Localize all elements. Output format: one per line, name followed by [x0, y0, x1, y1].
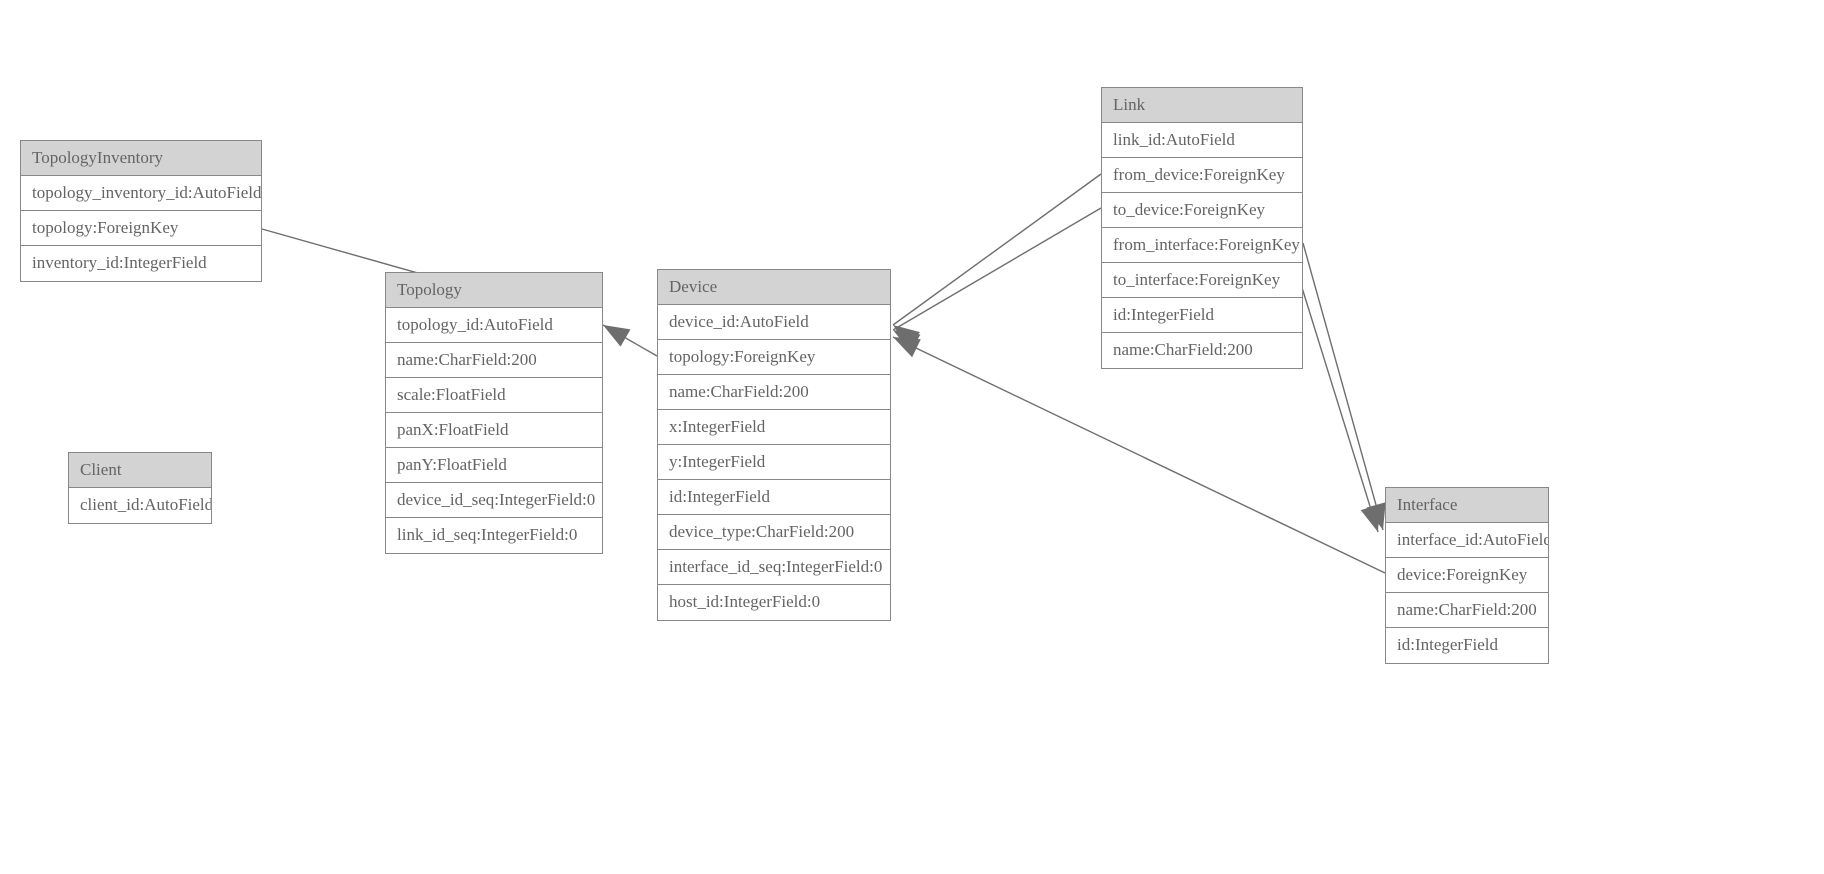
- entity-field: scale:FloatField: [386, 378, 602, 413]
- entity-field: id:IntegerField: [1386, 628, 1548, 663]
- entity-field: topology:ForeignKey: [21, 211, 261, 246]
- entity-field: link_id:AutoField: [1102, 123, 1302, 158]
- entity-field: device_id:AutoField: [658, 305, 890, 340]
- entity-field: id:IntegerField: [658, 480, 890, 515]
- entity-title: Link: [1102, 88, 1302, 123]
- entity-field: interface_id:AutoField: [1386, 523, 1548, 558]
- relationship-arrowhead: [893, 330, 921, 352]
- entity-field: inventory_id:IntegerField: [21, 246, 261, 281]
- relationship-line: [892, 207, 1102, 331]
- entity-field: link_id_seq:IntegerField:0: [386, 518, 602, 553]
- entity-field: panY:FloatField: [386, 448, 602, 483]
- entity-field: to_device:ForeignKey: [1102, 193, 1302, 228]
- relationship-line: [1298, 277, 1379, 533]
- entity-field: topology_inventory_id:AutoField: [21, 176, 261, 211]
- entity-field: x:IntegerField: [658, 410, 890, 445]
- entity-field: y:IntegerField: [658, 445, 890, 480]
- relationship-line: [602, 324, 658, 357]
- entity-field: name:CharField:200: [386, 343, 602, 378]
- relationship-line: [1302, 242, 1384, 531]
- entity-field: panX:FloatField: [386, 413, 602, 448]
- relationship-line: [892, 173, 1102, 326]
- entity-field: device:ForeignKey: [1386, 558, 1548, 593]
- entity-field: topology:ForeignKey: [658, 340, 890, 375]
- relationship-arrowhead: [893, 337, 921, 358]
- entity-field: device_id_seq:IntegerField:0: [386, 483, 602, 518]
- entity-title: TopologyInventory: [21, 141, 261, 176]
- relationship-line: [892, 336, 1386, 574]
- entity-title: Device: [658, 270, 890, 305]
- entity-field: from_interface:ForeignKey: [1102, 228, 1302, 263]
- entity-field: name:CharField:200: [1102, 333, 1302, 368]
- entity-field: interface_id_seq:IntegerField:0: [658, 550, 890, 585]
- entity-title: Client: [69, 453, 211, 488]
- entity-field: name:CharField:200: [1386, 593, 1548, 628]
- entity-title: Interface: [1386, 488, 1548, 523]
- relationship-arrowhead: [893, 325, 920, 349]
- entity-field: client_id:AutoField: [69, 488, 211, 523]
- entity-field: topology_id:AutoField: [386, 308, 602, 343]
- relationship-arrowhead: [1360, 504, 1380, 532]
- entity-field: from_device:ForeignKey: [1102, 158, 1302, 193]
- entity-field: device_type:CharField:200: [658, 515, 890, 550]
- entity-field: name:CharField:200: [658, 375, 890, 410]
- entity-title: Topology: [386, 273, 602, 308]
- entity-field: to_interface:ForeignKey: [1102, 263, 1302, 298]
- entity-field: id:IntegerField: [1102, 298, 1302, 333]
- entity-field: host_id:IntegerField:0: [658, 585, 890, 620]
